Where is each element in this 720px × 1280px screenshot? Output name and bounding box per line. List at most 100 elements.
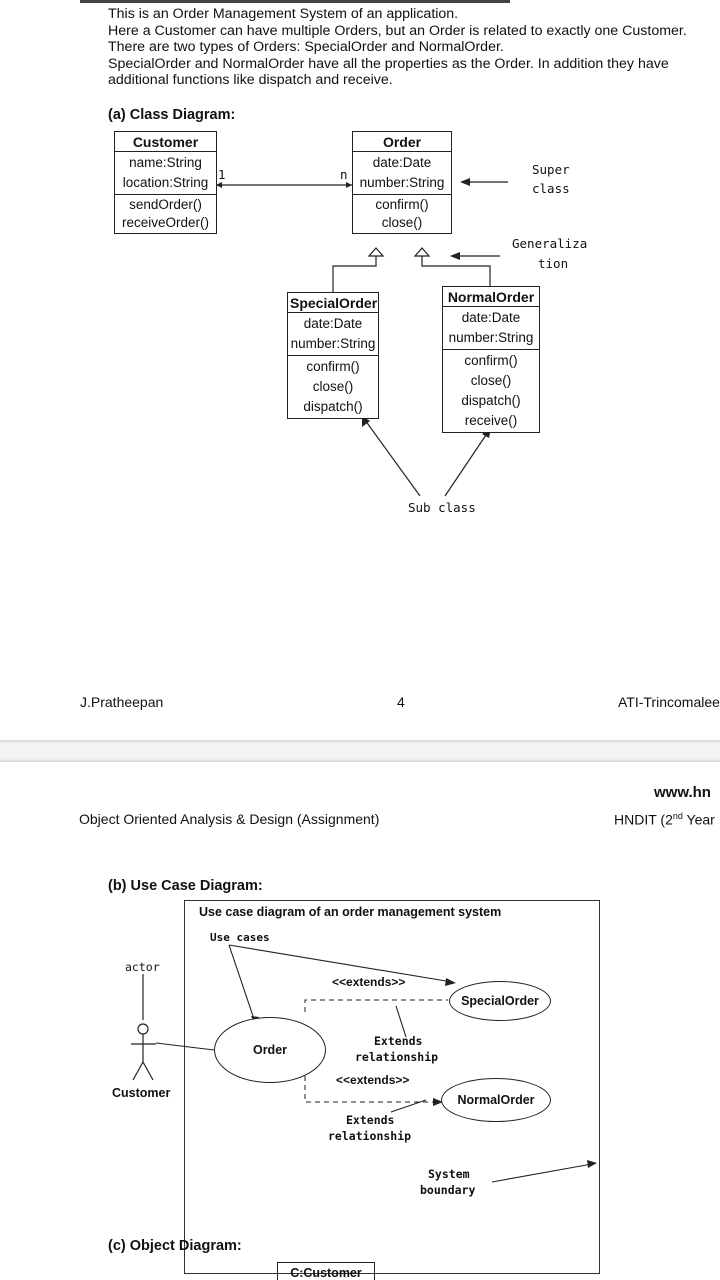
actor-head	[137, 1023, 149, 1035]
class-diagram-heading: (a) Class Diagram:	[108, 107, 236, 123]
system-boundary-pointer	[491, 1163, 593, 1183]
specialorder-inheritance-line	[332, 256, 377, 292]
extends-relationship-1b: relationship	[355, 1050, 439, 1064]
customer-class-name: Customer	[115, 132, 216, 152]
header-year-prefix: HNDIT (2	[614, 811, 673, 828]
customer-method: sendOrder()	[129, 197, 202, 212]
use-case-box-title: Use case diagram of an order management …	[199, 905, 502, 919]
generalization-label-2: tion	[538, 256, 569, 271]
superclass-label-1: Super	[532, 162, 570, 177]
use-case-specialorder-label: SpecialOrder	[461, 994, 539, 1008]
extends-label-1: <<extends>>	[332, 975, 406, 989]
actor-leg-left	[132, 1061, 144, 1081]
header-year-suffix: Year	[682, 811, 715, 828]
order-class-name: Order	[353, 132, 451, 152]
intro-line-1: This is an Order Management System of an…	[108, 6, 459, 22]
customer-attr: name:String	[129, 155, 202, 170]
specialorder-attr: number:String	[290, 336, 376, 351]
system-boundary-label-1: System	[428, 1167, 470, 1181]
normalorder-class-name: NormalOrder	[443, 287, 539, 307]
normalorder-method: dispatch()	[461, 393, 521, 408]
generalization-label-1: Generaliza	[512, 236, 588, 251]
subclass-pointer-special	[364, 419, 421, 497]
intro-line-5: additional functions like dispatch and r…	[108, 72, 393, 88]
object-customer-label: C:Customer	[290, 1266, 362, 1280]
normalorder-method: confirm()	[464, 353, 518, 368]
actor-leg-right	[142, 1061, 154, 1081]
specialorder-attributes: date:Date number:String	[288, 313, 378, 356]
object-diagram-heading: (c) Object Diagram:	[108, 1238, 242, 1254]
system-boundary-label-2: boundary	[420, 1183, 476, 1197]
actor-label: actor	[125, 960, 160, 974]
footer-page-number: 4	[397, 694, 405, 710]
normalorder-method: close()	[470, 373, 512, 388]
use-case-specialorder: SpecialOrder	[449, 981, 551, 1021]
subclass-label: Sub class	[408, 500, 476, 515]
generalization-triangle-1	[367, 247, 385, 257]
normalorder-class: NormalOrder date:Date number:String conf…	[442, 286, 540, 433]
extends-relationship-pointer-2	[390, 1099, 427, 1113]
customer-class: Customer name:String location:String sen…	[114, 131, 217, 234]
extends-relationship-pointer-1	[395, 1005, 407, 1038]
order-method: confirm()	[375, 197, 429, 212]
subclass-pointer-normal	[444, 431, 489, 497]
use-cases-pointer-order	[228, 944, 256, 1023]
association-arrow-left	[216, 182, 222, 188]
multiplicity-one: 1	[218, 167, 226, 182]
normalorder-method: receive()	[464, 413, 518, 428]
use-case-normalorder: NormalOrder	[441, 1078, 551, 1122]
order-attributes: date:Date number:String	[353, 152, 451, 195]
association-arrow-right	[346, 182, 352, 188]
normalorder-methods: confirm() close() dispatch() receive()	[443, 350, 539, 432]
customer-attr: location:String	[122, 175, 209, 190]
header-course-title: Object Oriented Analysis & Design (Assig…	[79, 811, 380, 827]
generalization-pointer-head	[450, 252, 460, 260]
object-customer-box: C:Customer	[277, 1262, 375, 1280]
customer-methods: sendOrder() receiveOrder()	[115, 195, 216, 233]
header-year-sup: nd	[672, 811, 683, 821]
actor-name: Customer	[112, 1086, 171, 1100]
footer-author: J.Pratheepan	[80, 694, 164, 710]
multiplicity-n: n	[340, 167, 348, 182]
document-page-5: www.hn Object Oriented Analysis & Design…	[0, 762, 720, 1280]
use-case-heading: (b) Use Case Diagram:	[108, 878, 263, 894]
extends-relationship-2b: relationship	[328, 1129, 412, 1143]
extends-dashed-special	[304, 999, 448, 1012]
specialorder-methods: confirm() close() dispatch()	[288, 356, 378, 418]
normalorder-inheritance-line	[421, 256, 491, 286]
header-website: www.hn	[654, 784, 711, 801]
customer-attributes: name:String location:String	[115, 152, 216, 195]
order-method: close()	[381, 215, 423, 230]
class-diagram-connectors	[216, 178, 508, 497]
use-case-order-label: Order	[252, 1043, 288, 1057]
document-page-4: This is an Order Management System of an…	[0, 0, 720, 740]
use-case-order: Order	[214, 1017, 326, 1083]
superclass-pointer-head	[460, 178, 470, 186]
intro-line-4: SpecialOrder and NormalOrder have all th…	[108, 55, 669, 72]
extends-label-2: <<extends>>	[336, 1073, 410, 1087]
customer-method: receiveOrder()	[121, 215, 210, 230]
normalorder-attr: number:String	[448, 330, 534, 345]
normalorder-attributes: date:Date number:String	[443, 307, 539, 350]
order-attr: date:Date	[372, 155, 432, 170]
generalization-triangle-2	[413, 247, 431, 257]
superclass-label-2: class	[532, 181, 570, 196]
specialorder-method: close()	[312, 379, 354, 394]
extends-relationship-1a: Extends	[374, 1034, 423, 1048]
order-class: Order date:Date number:String confirm() …	[352, 131, 452, 234]
normalorder-attr: date:Date	[461, 310, 521, 325]
use-case-connectors	[131, 944, 597, 1183]
use-cases-label: Use cases	[210, 931, 270, 944]
use-cases-pointer-special	[228, 944, 453, 983]
extends-relationship-2a: Extends	[346, 1113, 395, 1127]
specialorder-attr: date:Date	[303, 316, 363, 331]
cropped-question-heading	[80, 0, 510, 3]
specialorder-method: dispatch()	[303, 399, 363, 414]
specialorder-class: SpecialOrder date:Date number:String con…	[287, 292, 379, 419]
order-methods: confirm() close()	[353, 195, 451, 233]
specialorder-class-name: SpecialOrder	[288, 295, 378, 313]
use-case-normalorder-label: NormalOrder	[457, 1093, 535, 1107]
actor-order-association	[155, 1042, 215, 1051]
footer-institution: ATI-Trincomalee	[618, 694, 720, 710]
order-attr: number:String	[359, 175, 445, 190]
